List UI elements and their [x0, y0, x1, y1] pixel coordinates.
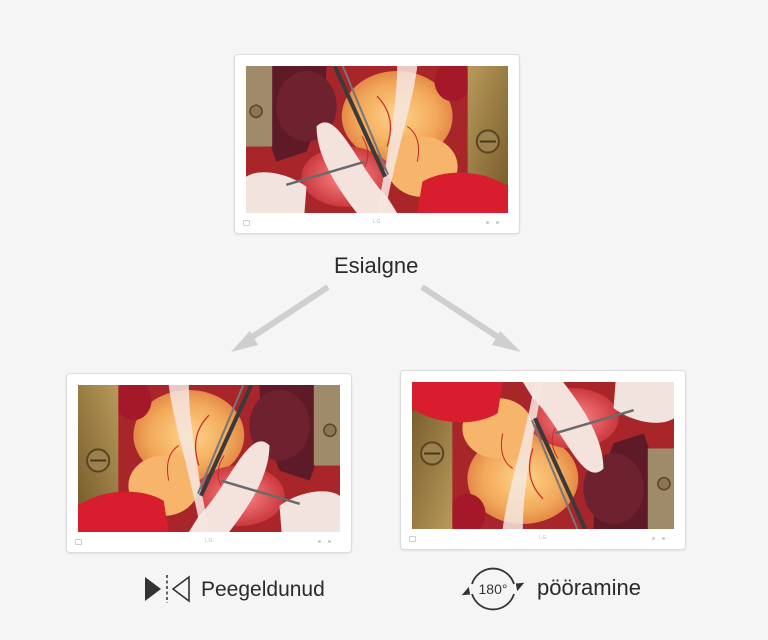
mirrored-monitor: LG: [66, 373, 352, 553]
arrow-down-left-icon: [231, 284, 330, 352]
rotated-screen: [412, 382, 674, 529]
arrow-down-right-icon: [420, 284, 521, 352]
surgery-image-rotated: [412, 382, 674, 529]
indicator-dot: [652, 537, 655, 540]
indicator-dot: [328, 540, 331, 543]
mirrored-caption: Peegeldunud: [201, 578, 325, 601]
indicator-dot: [496, 221, 499, 224]
monitor-chin: LG: [235, 213, 519, 233]
rotate-180-icon: 180°: [461, 567, 525, 611]
indicator-dot: [318, 540, 321, 543]
original-caption: Esialgne: [334, 253, 419, 278]
rotated-monitor: LG: [400, 370, 686, 550]
monitor-chin: LG: [67, 532, 351, 552]
mirror-flip-icon: [145, 575, 190, 603]
rotate-degrees-label: 180°: [479, 581, 508, 597]
indicator-dot: [486, 221, 489, 224]
surgery-image-mirrored: [78, 385, 340, 532]
mirrored-screen: [78, 385, 340, 532]
indicator-dot: [662, 537, 665, 540]
port-icon: [75, 539, 82, 545]
monitor-chin: LG: [401, 529, 685, 549]
original-monitor: LG: [234, 54, 520, 234]
monitor-logo: LG: [373, 219, 381, 225]
rotated-caption: pööramine: [537, 575, 641, 600]
port-icon: [243, 220, 250, 226]
monitor-logo: LG: [205, 538, 213, 544]
original-screen: [246, 66, 508, 213]
port-icon: [409, 536, 416, 542]
monitor-logo: LG: [539, 535, 547, 541]
